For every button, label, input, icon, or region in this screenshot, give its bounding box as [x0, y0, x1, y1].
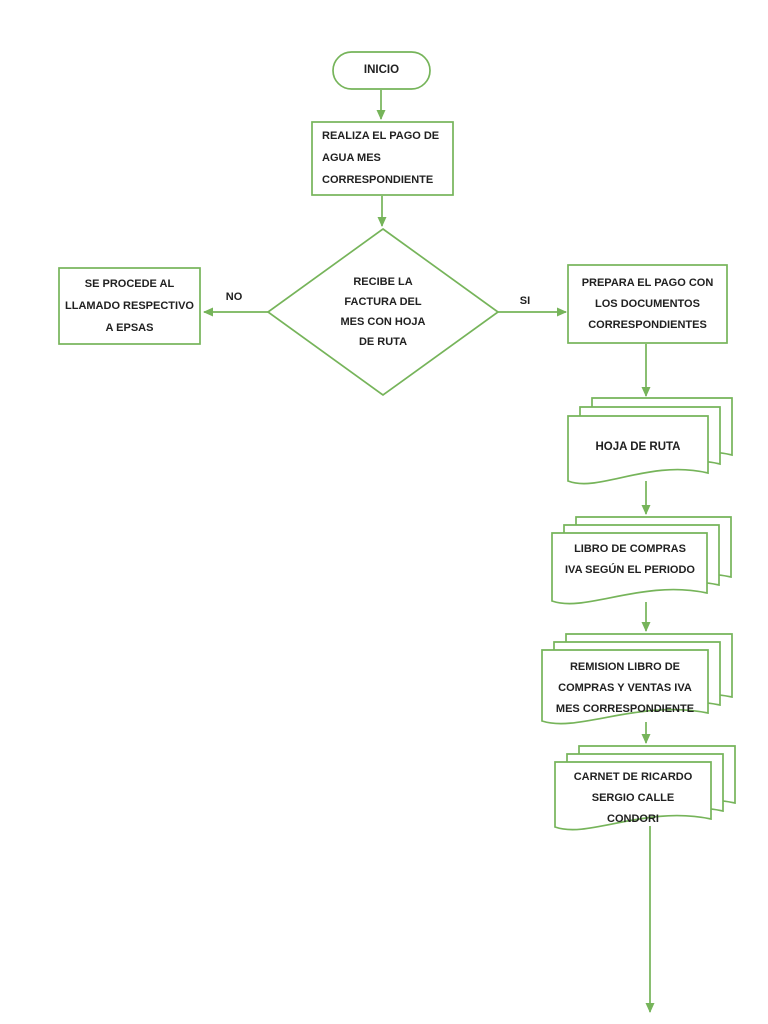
start-terminator-label: INICIO: [363, 64, 400, 76]
branch-no-label: NO: [225, 291, 243, 303]
document-remision-label: REMISION LIBRO DE COMPRAS Y VENTAS IVA M…: [555, 661, 695, 715]
process-pago-shape: [311, 121, 454, 196]
decision-label: RECIBE LA FACTURA DEL MES CON HOJA DE RU…: [340, 276, 426, 348]
flow-connectors: [203, 90, 655, 1013]
decision-diamond-shape: [266, 227, 500, 397]
document-carnet-label: CARNET DE RICARDO SERGIO CALLE CONDORI: [573, 771, 693, 825]
process-pago-label: REALIZA EL PAGO DE AGUA MES CORRESPONDIE…: [322, 130, 440, 186]
start-terminator-shape: [332, 51, 431, 90]
document-hoja-de-ruta-label: HOJA DE RUTA: [595, 440, 681, 453]
document-stack-carnet: [554, 745, 736, 831]
document-libro-compras-label: LIBRO DE COMPRAS IVA SEGÚN EL PERIODO: [565, 543, 695, 576]
branch-si-label: SI: [519, 295, 531, 307]
process-llamado-shape: [58, 267, 201, 345]
document-stack-hoja-de-ruta: [567, 397, 733, 485]
process-prepara-label: PREPARA EL PAGO CON LOS DOCUMENTOS CORRE…: [581, 277, 714, 331]
process-llamado-label: SE PROCEDE AL LLAMADO RESPECTIVO A EPSAS: [65, 278, 194, 334]
document-stack-libro-compras: [551, 516, 732, 605]
process-prepara-shape: [567, 264, 728, 344]
document-stack-remision: [541, 633, 733, 725]
